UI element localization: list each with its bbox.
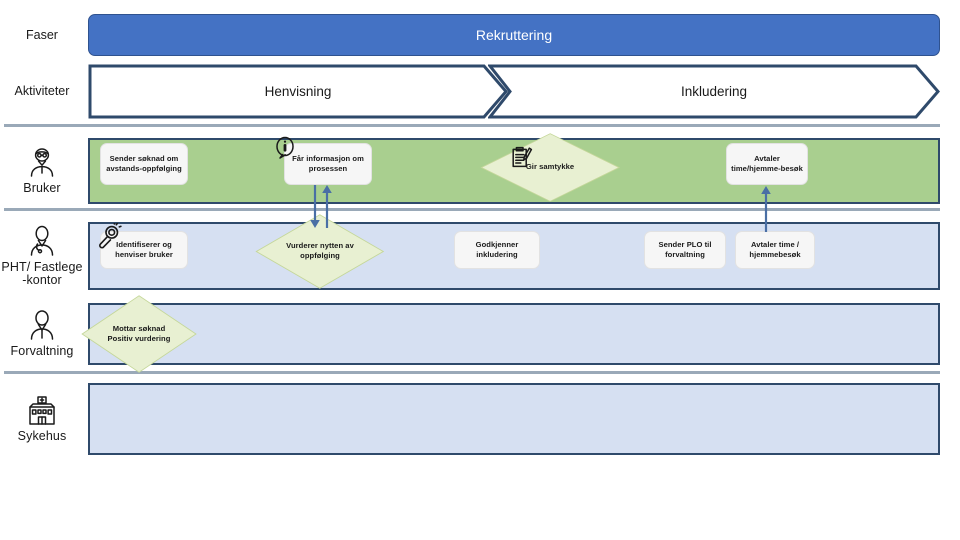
node-identifiserer-henviser[interactable]: Identifiserer og henviser bruker (99, 222, 188, 269)
activity-chevron-label-1: Inkludering (680, 84, 748, 99)
node-label-sender-plo: Sender PLO til forvaltning (658, 240, 712, 259)
node-label-mottar-soknad: Mottar søknad Positiv vurdering (107, 324, 171, 343)
connector-bruker-to-pht (321, 185, 333, 228)
clipboard-pen-icon (510, 146, 534, 170)
lane-sykehus (88, 383, 940, 455)
lane-label-pht-fastlegekontor: PHT/ Fastlege-kontor (0, 213, 84, 299)
node-label-godkjenner-inkludering: Godkjenner inkludering (475, 240, 519, 259)
node-vurderer-nytten[interactable]: Vurderer nytten av oppfølging (255, 213, 385, 289)
phase-bar-rekruttering[interactable]: Rekruttering (88, 14, 940, 56)
magnifier-icon (97, 222, 123, 249)
phase-bar-label: Rekruttering (475, 27, 553, 43)
lane-label-text-sykehus: Sykehus (17, 429, 67, 444)
connector-avtaler-up (760, 186, 772, 232)
node-sender-plo[interactable]: Sender PLO til forvaltning (644, 231, 726, 269)
lane-label-text-bruker: Bruker (23, 181, 61, 196)
lane-label-bruker: Bruker (0, 130, 84, 212)
lane-separator-2 (4, 371, 940, 374)
lane-separator-0 (4, 124, 940, 127)
activity-chevron-label-0: Henvisning (264, 84, 332, 99)
node-label-avtaler-time-hjemmebesok-pht: Avtaler time / hjemmebesøk (749, 240, 801, 259)
lane-label-line1: PHT/ Fastlege (1, 259, 83, 274)
info-bubble-icon (273, 136, 297, 160)
node-avtaler-time-hjemmebesok-pht[interactable]: Avtaler time / hjemmebesøk (735, 231, 815, 269)
node-avtaler-time-hjemmebesok-bruker[interactable]: Avtaler time/hjemme-besøk (726, 143, 808, 185)
node-godkjenner-inkludering[interactable]: Godkjenner inkludering (454, 231, 540, 269)
lane-separator-1 (4, 208, 940, 211)
phase-row-label: Faser (26, 28, 58, 42)
node-sender-soknad[interactable]: Sender søknad om avstands-oppfølging (100, 143, 188, 185)
node-label-far-informasjon: Får informasjon om prosessen (292, 154, 364, 173)
lane-label-line2: -kontor (22, 273, 62, 287)
lane-label-forvaltning: Forvaltning (0, 300, 84, 368)
diamond-shape (255, 213, 385, 289)
caseworker-icon (25, 309, 59, 343)
user-patient-icon (25, 146, 59, 180)
lane-forvaltning (88, 303, 940, 365)
node-far-informasjon[interactable]: Får informasjon om prosessen (276, 136, 372, 185)
diamond-shape (81, 295, 197, 373)
node-label-gir-samtykke: Gir samtykke (525, 162, 575, 172)
activity-chevron-1[interactable]: Inkludering (488, 64, 940, 119)
lane-label-text-pht-fastlegekontor: PHT/ Fastlege-kontor (1, 259, 83, 288)
node-gir-samtykke[interactable]: Gir samtykke (480, 132, 620, 202)
activity-chevron-0[interactable]: Henvisning (88, 64, 508, 119)
node-label-sender-soknad: Sender søknad om avstands-oppfølging (106, 154, 182, 173)
node-label-avtaler-time-hjemmebesok-bruker: Avtaler time/hjemme-besøk (731, 154, 803, 173)
lane-label-text-forvaltning: Forvaltning (10, 344, 74, 359)
node-label-vurderer-nytten: Vurderer nytten av oppfølging (286, 241, 354, 260)
node-label-identifiserer-henviser: Identifiserer og henviser bruker (115, 240, 173, 259)
connector-pht-to-bruker (309, 185, 321, 228)
doctor-icon (25, 225, 59, 259)
activity-row-label: Aktiviteter (14, 84, 70, 98)
lane-label-sykehus: Sykehus (0, 380, 84, 458)
node-mottar-soknad[interactable]: Mottar søknad Positiv vurdering (81, 295, 197, 373)
hospital-icon (25, 394, 59, 428)
